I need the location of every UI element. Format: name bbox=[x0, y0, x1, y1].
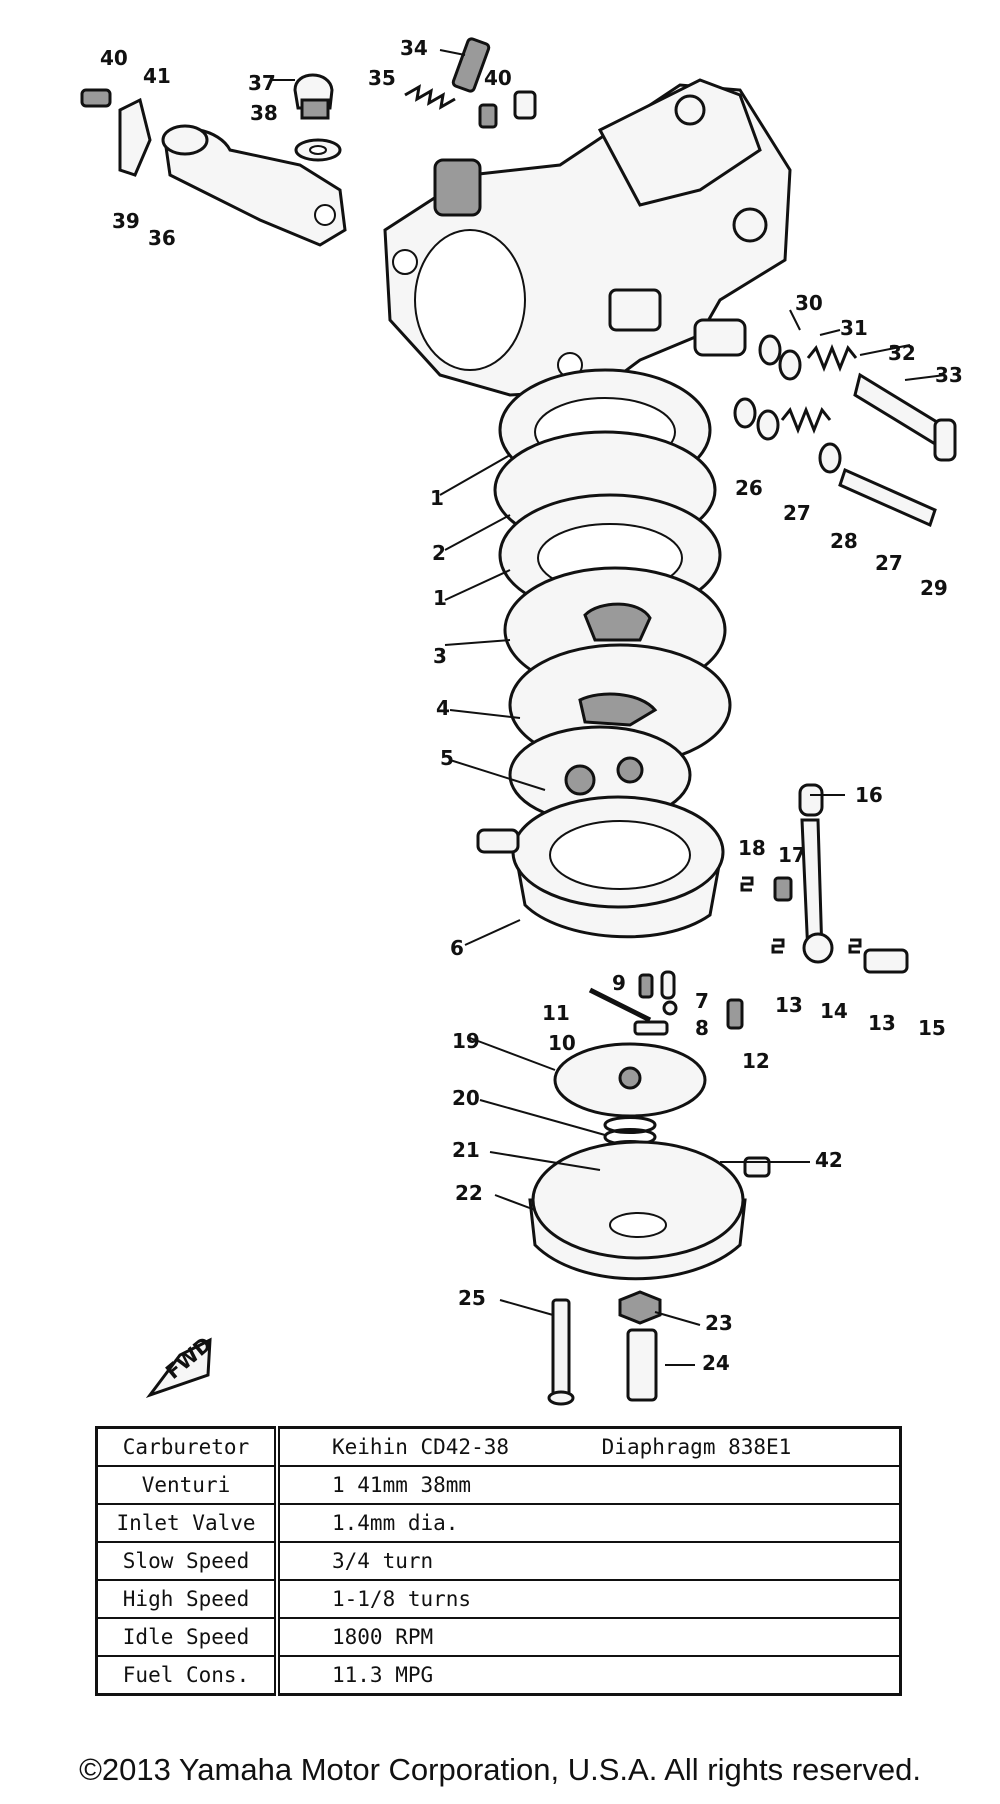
specifications-table: Carburetor Keihin CD42-38 Diaphragm 838E… bbox=[95, 1426, 902, 1696]
callout-7: 7 bbox=[695, 989, 709, 1013]
callout-40-b: 40 bbox=[484, 66, 512, 90]
callout-35: 35 bbox=[368, 66, 396, 90]
pump-body bbox=[476, 795, 725, 939]
callout-25: 25 bbox=[458, 1286, 486, 1310]
table-row: Idle Speed 1800 RPM bbox=[95, 1617, 902, 1657]
callout-39: 39 bbox=[112, 209, 140, 233]
callout-labels: 1 1 2 3 4 5 6 7 8 9 10 11 12 13 13 14 15… bbox=[100, 36, 963, 1375]
callout-1: 1 bbox=[430, 486, 444, 510]
callout-26: 26 bbox=[735, 476, 763, 500]
callout-10: 10 bbox=[548, 1031, 576, 1055]
callout-41: 41 bbox=[143, 64, 171, 88]
callout-23: 23 bbox=[705, 1311, 733, 1335]
spec-label: Slow Speed bbox=[95, 1541, 280, 1581]
forward-direction-arrow bbox=[145, 1337, 212, 1399]
callout-13-b: 13 bbox=[868, 1011, 896, 1035]
copyright-notice: ©2013 Yamaha Motor Corporation, U.S.A. A… bbox=[79, 1752, 921, 1787]
callout-42: 42 bbox=[815, 1148, 843, 1172]
spec-value-text: 1800 RPM bbox=[332, 1625, 434, 1649]
spec-value-text: 1.4mm dia. bbox=[332, 1511, 459, 1535]
table-row: Fuel Cons. 11.3 MPG bbox=[95, 1655, 902, 1696]
exploded-parts-diagram: FWD 1 1 2 3 4 5 6 7 8 9 10 bbox=[80, 36, 963, 1406]
spec-value: 1800 RPM bbox=[276, 1617, 902, 1657]
spec-value: 11.3 MPG bbox=[276, 1655, 902, 1696]
callout-4: 4 bbox=[436, 696, 450, 720]
spec-label: Inlet Valve bbox=[95, 1503, 280, 1543]
callout-5: 5 bbox=[440, 746, 454, 770]
callout-38: 38 bbox=[250, 101, 278, 125]
inlet-needle-parts bbox=[588, 970, 744, 1036]
callout-19: 19 bbox=[452, 1029, 480, 1053]
spec-label: Carburetor bbox=[95, 1426, 280, 1467]
callout-34: 34 bbox=[400, 36, 428, 60]
callout-29: 29 bbox=[920, 576, 948, 600]
carburetor-body bbox=[383, 78, 792, 397]
callout-31: 31 bbox=[840, 316, 868, 340]
spec-value: Keihin CD42-38 Diaphragm 838E1 bbox=[276, 1426, 902, 1467]
spec-value-text: 3/4 turn bbox=[332, 1549, 434, 1573]
spec-label: Venturi bbox=[95, 1465, 280, 1505]
spec-value-text: 11.3 MPG bbox=[332, 1663, 434, 1687]
spec-label: Idle Speed bbox=[95, 1617, 280, 1657]
spec-label: High Speed bbox=[95, 1579, 280, 1619]
callout-1-b: 1 bbox=[433, 586, 447, 610]
callout-36: 36 bbox=[148, 226, 176, 250]
table-row: Inlet Valve 1.4mm dia. bbox=[95, 1503, 902, 1543]
spec-value: 1-1/8 turns bbox=[276, 1579, 902, 1619]
spec-label: Fuel Cons. bbox=[95, 1655, 280, 1696]
callout-14: 14 bbox=[820, 999, 848, 1023]
callout-18: 18 bbox=[738, 836, 766, 860]
callout-40: 40 bbox=[100, 46, 128, 70]
callout-13: 13 bbox=[775, 993, 803, 1017]
spec-value-text: 1-1/8 turns bbox=[332, 1587, 472, 1611]
spec-value: 1 41mm 38mm bbox=[276, 1465, 902, 1505]
spec-value: 3/4 turn bbox=[276, 1541, 902, 1581]
callout-37: 37 bbox=[248, 71, 276, 95]
callout-2: 2 bbox=[432, 541, 446, 565]
callout-27-b: 27 bbox=[875, 551, 903, 575]
spec-value: 1.4mm dia. bbox=[276, 1503, 902, 1543]
callout-12: 12 bbox=[742, 1049, 770, 1073]
spec-value-text: Keihin CD42-38 bbox=[332, 1435, 510, 1459]
cover-assembly bbox=[528, 1042, 771, 1406]
callout-28: 28 bbox=[830, 529, 858, 553]
table-row: Venturi 1 41mm 38mm bbox=[95, 1465, 902, 1505]
callout-30: 30 bbox=[795, 291, 823, 315]
leader-lines bbox=[270, 49, 946, 1366]
callout-20: 20 bbox=[452, 1086, 480, 1110]
callout-6: 6 bbox=[450, 936, 464, 960]
callout-21: 21 bbox=[452, 1138, 480, 1162]
table-row: Carburetor Keihin CD42-38 Diaphragm 838E… bbox=[95, 1426, 902, 1467]
callout-8: 8 bbox=[695, 1016, 709, 1040]
callout-27: 27 bbox=[783, 501, 811, 525]
spec-value-text: 1 41mm 38mm bbox=[332, 1473, 472, 1497]
throttle-lever-assembly bbox=[80, 37, 537, 247]
callout-15: 15 bbox=[918, 1016, 946, 1040]
table-row: Slow Speed 3/4 turn bbox=[95, 1541, 902, 1581]
callout-16: 16 bbox=[855, 783, 883, 807]
callout-32: 32 bbox=[888, 341, 916, 365]
table-row: High Speed 1-1/8 turns bbox=[95, 1579, 902, 1619]
lever-assembly bbox=[740, 783, 909, 974]
callout-17: 17 bbox=[778, 843, 806, 867]
callout-24: 24 bbox=[702, 1351, 730, 1375]
callout-33: 33 bbox=[935, 363, 963, 387]
callout-22: 22 bbox=[455, 1181, 483, 1205]
spec-value-text-secondary: Diaphragm 838E1 bbox=[601, 1435, 792, 1459]
needle-valve-assembly bbox=[733, 334, 957, 528]
callout-9: 9 bbox=[612, 971, 626, 995]
gasket-stack bbox=[493, 368, 732, 825]
callout-11: 11 bbox=[542, 1001, 570, 1025]
callout-3: 3 bbox=[433, 644, 447, 668]
